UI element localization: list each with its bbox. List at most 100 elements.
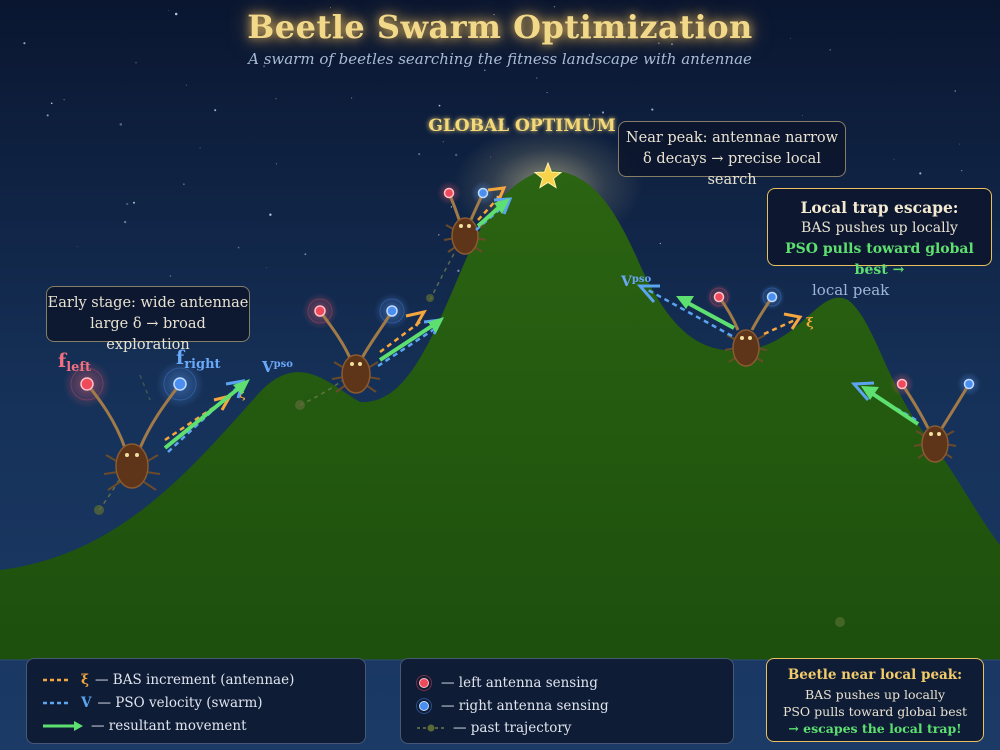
star-dot: [553, 6, 556, 8]
star-dot: [438, 104, 441, 107]
callout-line-highlight: PSO pulls toward global best →: [785, 241, 974, 278]
legend-text: — right antenna sensing: [441, 698, 609, 714]
resultant-arrowhead: [233, 379, 250, 395]
legend-text: — BAS increment (antennae): [95, 672, 295, 688]
v-pso-label-right: Vpso: [620, 274, 651, 290]
star-dot: [304, 253, 307, 256]
fitness-hill: [0, 170, 1000, 660]
star-dot: [266, 267, 268, 269]
star-dot: [893, 158, 895, 160]
global-optimum-label: GLOBAL OPTIMUM: [428, 116, 616, 136]
legend-item-bas: ξ — BAS increment (antennae): [41, 670, 294, 690]
pso-arrowhead: [636, 284, 660, 303]
resultant-movement-arrow: [685, 300, 735, 330]
trajectory-dot: [295, 400, 305, 410]
star-dot: [450, 206, 453, 208]
star-dot: [437, 233, 440, 236]
star-dot: [119, 123, 123, 126]
callout-line: large δ → broad exploration: [90, 316, 206, 353]
right-antenna-ring: [163, 367, 197, 401]
legend-text: — PSO velocity (swarm): [97, 695, 263, 711]
callout-line: Near peak: antennae narrow: [625, 130, 839, 146]
resultant-arrowhead: [861, 386, 879, 400]
star-field: [23, 6, 963, 279]
left-antenna-sensor-icon: [443, 187, 455, 199]
pso-dashed-line-icon: [43, 701, 71, 705]
star-dot: [214, 109, 217, 112]
star-dot: [656, 20, 659, 23]
beetle-local-peak: Vpso ξ: [620, 274, 814, 367]
right-antenna-sensor-icon: [477, 187, 489, 199]
star-dot: [623, 23, 625, 25]
resultant-movement-arrow: [378, 320, 440, 362]
star-dot: [46, 114, 49, 117]
star-dot: [716, 178, 718, 180]
star-dot: [135, 61, 137, 64]
star-dot: [536, 77, 538, 79]
star-dot: [351, 97, 353, 99]
star-dot: [123, 220, 127, 224]
star-dot: [790, 37, 792, 39]
callout-near-peak: Near peak: antennae narrow δ decays → pr…: [618, 121, 846, 188]
star-dot: [169, 275, 172, 277]
right-antenna-sensor-icon: [386, 305, 398, 317]
right-antenna-sensor-icon: [766, 291, 778, 303]
pso-arrowhead: [493, 197, 513, 215]
star-dot: [959, 143, 960, 145]
star-dot: [126, 202, 129, 206]
star-dot: [185, 84, 187, 86]
left-antenna-ring: [70, 367, 104, 401]
left-antenna-sensor-icon: [713, 291, 725, 303]
beetle-far-right: [850, 372, 981, 463]
star-dot: [50, 102, 53, 105]
star-dot: [454, 153, 458, 157]
resultant-arrow-icon: [43, 721, 83, 731]
legend-symbol-xi: ξ: [81, 672, 89, 688]
legend-item-resultant: — resultant movement: [41, 716, 247, 736]
beetle-body: [341, 354, 371, 394]
legend-item-trajectory: — past trajectory: [415, 718, 571, 738]
callout-local-trap: Local trap escape: BAS pushes up locally…: [767, 188, 992, 278]
diagram-title: Beetle Swarm Optimization: [247, 8, 753, 46]
star-dot: [63, 98, 65, 101]
star-dot: [546, 91, 548, 94]
star-dot: [76, 246, 78, 248]
callout-line: Early stage: wide antennae: [47, 295, 249, 311]
pso-arrowhead: [850, 381, 875, 401]
star-dot: [23, 42, 26, 45]
beetle-body: [921, 425, 949, 463]
star-dot: [174, 12, 178, 16]
star-dot: [439, 19, 442, 23]
star-dot: [659, 242, 661, 245]
right-antenna-sensor-icon: [173, 377, 187, 391]
trajectory-line-icon: [417, 724, 445, 732]
xi-label-right: ξ: [806, 316, 814, 331]
bas-increment-arrow: [763, 318, 796, 336]
star-dot: [493, 13, 495, 16]
beetle-early-stage: fleft fright Vpso ξ: [58, 347, 293, 491]
left-antenna-sensor-icon: [416, 675, 432, 691]
left-antenna-sensor-icon: [314, 305, 326, 317]
star-dot: [199, 147, 201, 149]
resultant-movement-arrow: [163, 382, 246, 450]
note-line-highlight: → escapes the local trap!: [788, 721, 962, 736]
star-dot: [588, 114, 591, 116]
f-left-label: fleft: [58, 350, 91, 375]
left-antenna-sensor-icon: [80, 377, 94, 391]
star-dot: [961, 169, 963, 172]
beetle-body: [732, 329, 760, 367]
legend-symbol-v: V: [81, 695, 92, 711]
bas-dashed-line-icon: [43, 678, 71, 682]
past-trajectory: [98, 237, 464, 511]
pso-velocity-arrow: [377, 326, 437, 368]
legend-text: — resultant movement: [91, 718, 247, 734]
callout-heading: Local trap escape:: [800, 198, 959, 217]
note-heading: Beetle near local peak:: [787, 667, 963, 683]
note-line: PSO pulls toward global best: [782, 704, 968, 719]
v-pso-label: Vpso: [261, 358, 293, 376]
star-dot: [275, 163, 277, 165]
callout-line: δ decays → precise local search: [643, 151, 821, 188]
bas-arrowhead: [405, 309, 427, 327]
f-right-label: fright: [176, 347, 221, 372]
